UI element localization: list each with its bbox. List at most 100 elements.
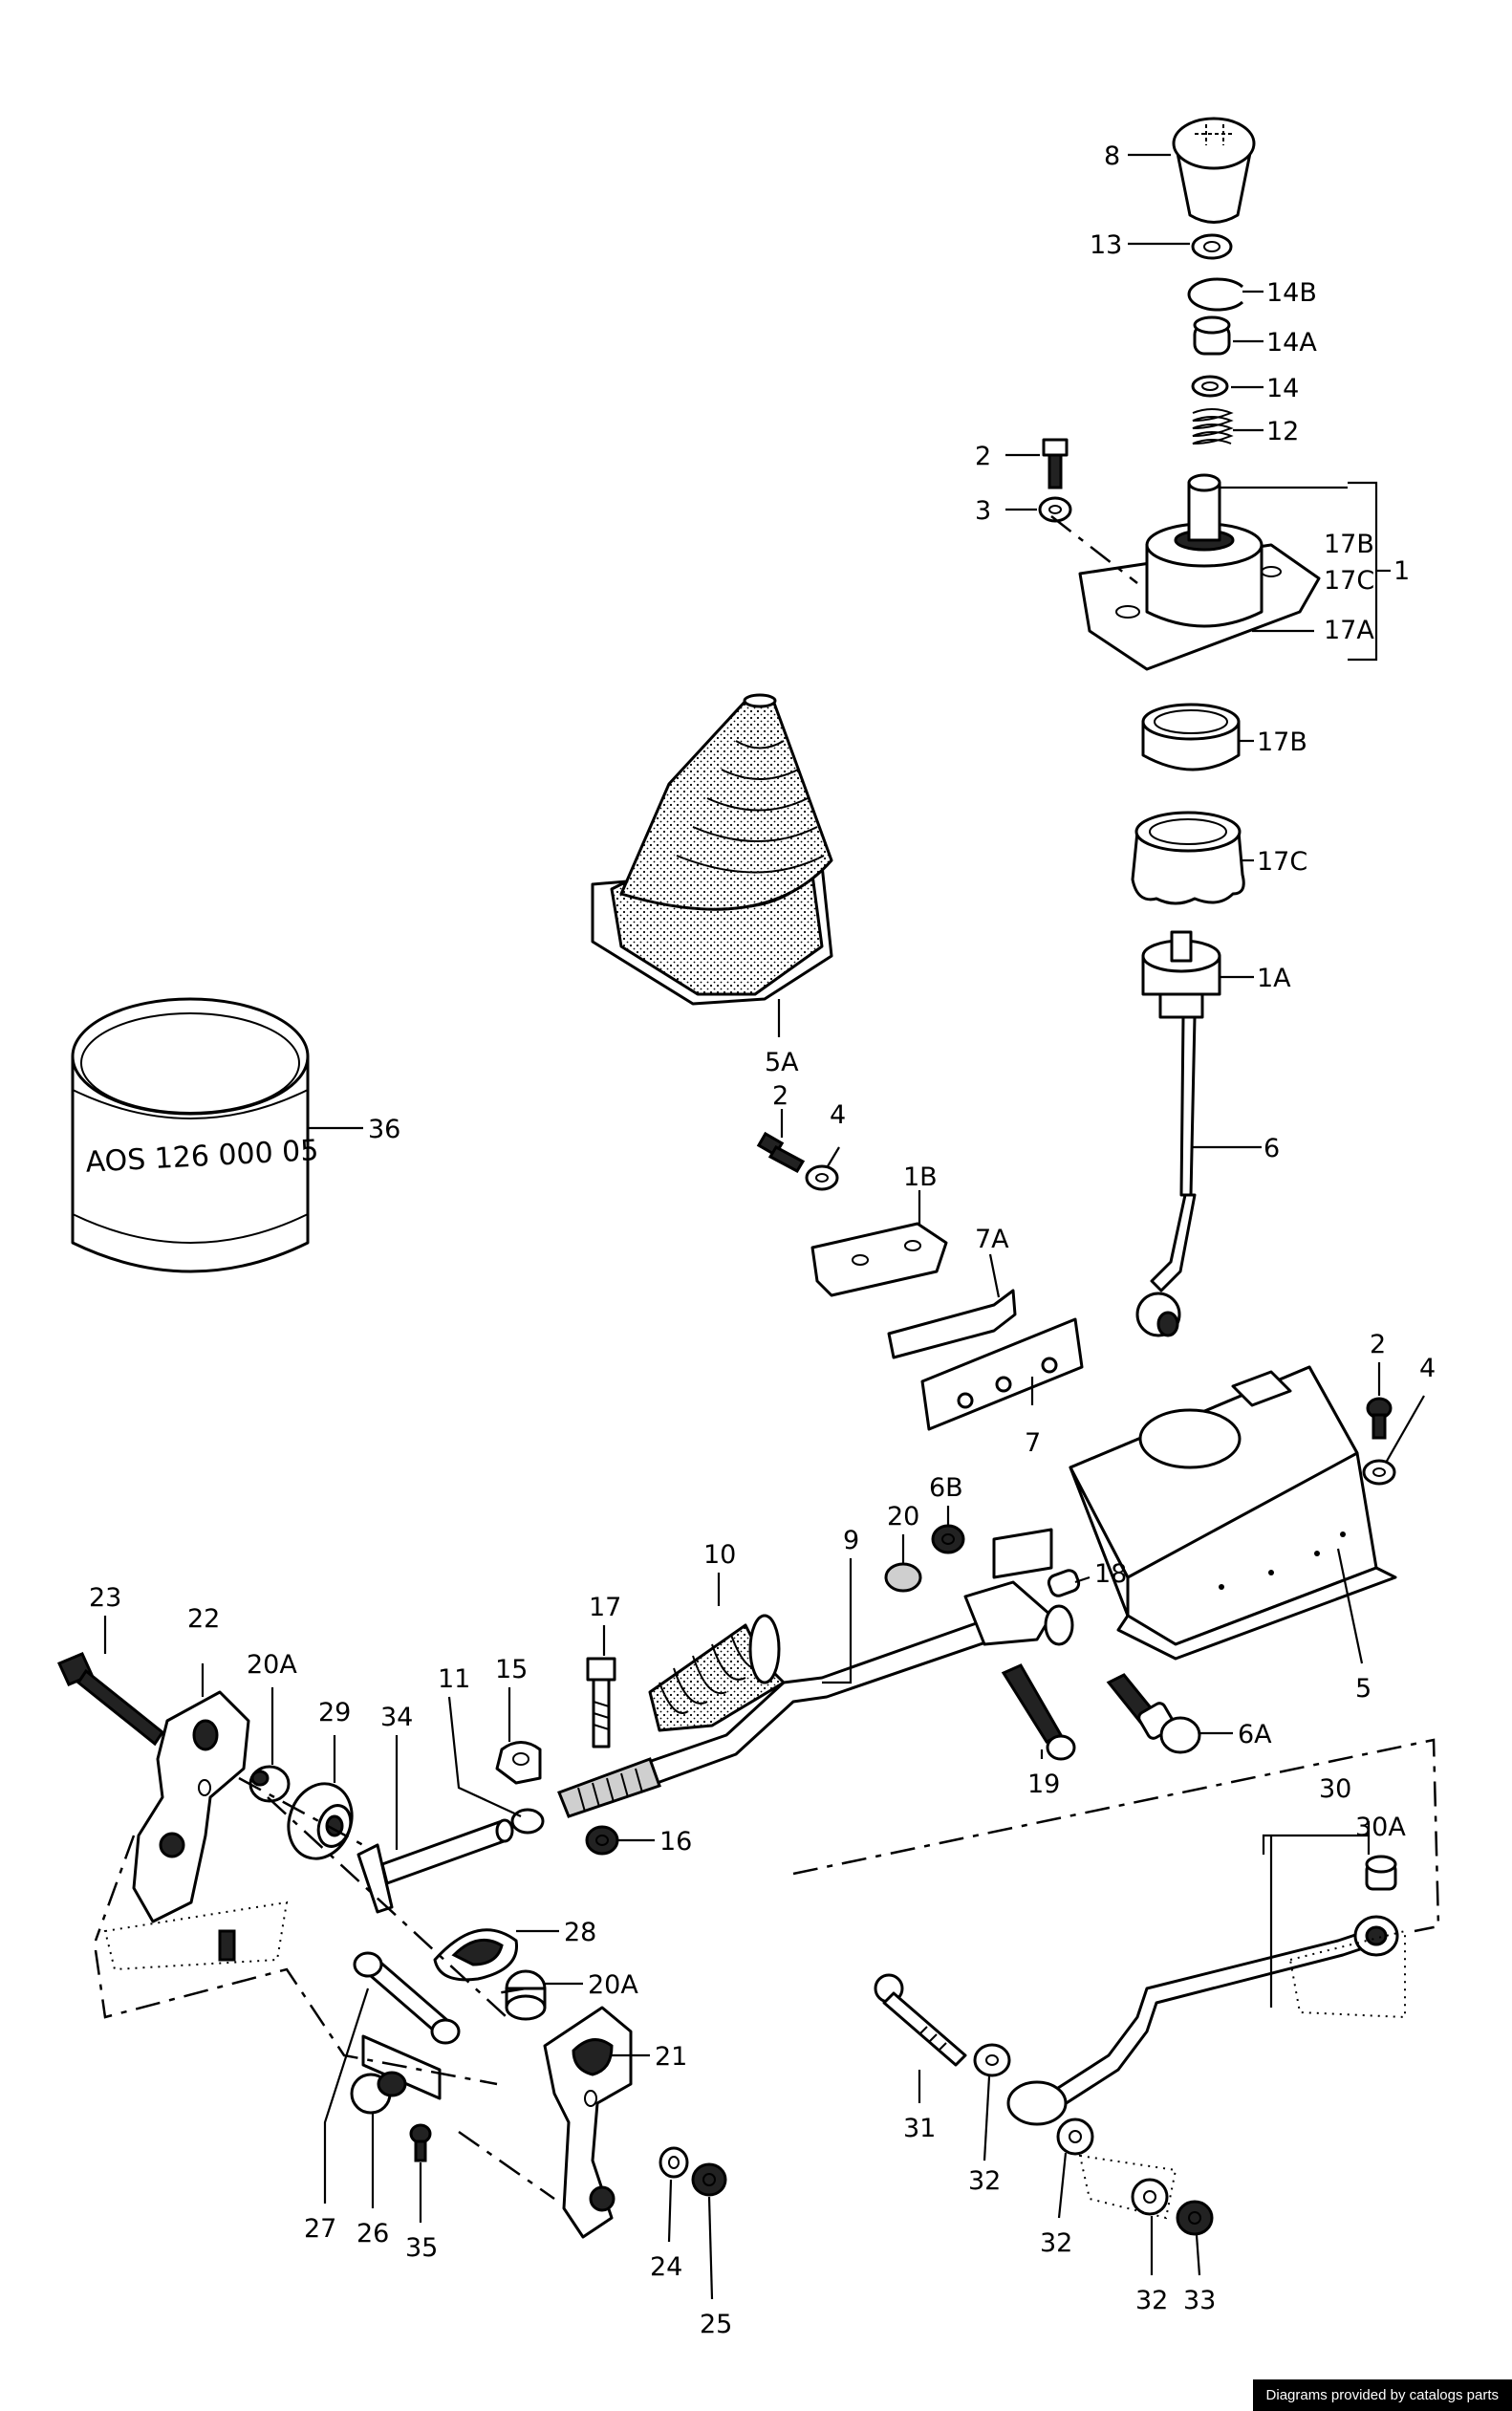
label-9: 9 (843, 1526, 859, 1555)
label-17b-top: 17B (1324, 530, 1374, 559)
label-3: 3 (975, 496, 991, 526)
bushing-20 (884, 1562, 922, 1593)
label-30: 30 (1319, 1774, 1351, 1804)
nut-16 (585, 1825, 619, 1856)
label-14a: 14A (1266, 328, 1317, 358)
ring-17b (1141, 703, 1241, 771)
label-6a: 6A (1238, 1720, 1272, 1749)
label-7a: 7A (975, 1225, 1009, 1254)
shift-lever-6 (1135, 1015, 1197, 1337)
washer-14 (1191, 375, 1229, 398)
label-21: 21 (655, 2042, 687, 2072)
bushing-18 (1047, 1569, 1081, 1597)
label-27: 27 (304, 2214, 336, 2244)
clamp-15 (495, 1741, 542, 1785)
knob-nut (1191, 233, 1233, 260)
label-17c: 17C (1257, 847, 1307, 877)
screw-2-right (1366, 1397, 1393, 1440)
label-10: 10 (703, 1540, 736, 1570)
label-2-top: 2 (975, 442, 991, 471)
washer-32-c (1131, 2178, 1169, 2216)
label-5a: 5A (765, 1048, 799, 1077)
label-2-mid: 2 (772, 1081, 788, 1111)
screw-2-mid (756, 1131, 806, 1173)
label-6b: 6B (929, 1473, 963, 1503)
washer-4-right (1362, 1459, 1396, 1486)
label-20a: 20A (588, 1970, 638, 2000)
label-14b: 14B (1266, 278, 1317, 308)
label-26: 26 (356, 2219, 389, 2248)
pin-34 (356, 1818, 514, 1914)
bracket-plate-7 (920, 1317, 1084, 1431)
nut-6b (931, 1524, 965, 1554)
label-17: 17 (589, 1593, 621, 1622)
washer-24 (659, 2146, 689, 2179)
screw-35 (409, 2123, 432, 2162)
label-24: 24 (650, 2252, 682, 2282)
label-32-a: 32 (968, 2166, 1001, 2196)
tube-26 (350, 2034, 442, 2115)
bolt-17 (586, 1657, 616, 1749)
washer-4-mid (805, 1164, 839, 1191)
bracket-22 (132, 1690, 250, 1923)
washer-3 (1038, 496, 1072, 523)
rubber-boot-10 (648, 1614, 786, 1732)
label-32-b: 32 (1040, 2228, 1072, 2258)
bushing-30a (1365, 1855, 1397, 1891)
label-16: 16 (659, 1827, 692, 1857)
bushing-29 (287, 1782, 354, 1860)
label-23: 23 (89, 1583, 121, 1613)
label-28: 28 (564, 1918, 596, 1947)
sleeve-11 (510, 1808, 545, 1835)
label-7: 7 (1025, 1428, 1041, 1458)
label-12: 12 (1266, 417, 1299, 446)
nut-33 (1176, 2200, 1214, 2236)
label-35: 35 (405, 2233, 438, 2263)
label-22: 22 (187, 1604, 220, 1634)
label-4-right: 4 (1419, 1354, 1436, 1383)
label-13: 13 (1090, 230, 1122, 260)
shim-plate-1b (810, 1222, 948, 1297)
shift-housing-1 (1078, 473, 1321, 671)
bolt-19 (1001, 1663, 1076, 1761)
label-32-c: 32 (1135, 2286, 1168, 2315)
bushing-14a (1193, 315, 1231, 356)
label-33: 33 (1183, 2286, 1216, 2315)
label-2-right: 2 (1370, 1330, 1386, 1359)
washer-32-a (973, 2043, 1011, 2077)
guide-plate-7a (887, 1289, 1017, 1359)
label-36: 36 (368, 1115, 400, 1144)
shift-knob (1172, 117, 1256, 224)
footer-credit: Diagrams provided by catalogs parts (1252, 2379, 1512, 2411)
label-8: 8 (1104, 141, 1120, 171)
label-1a: 1A (1257, 964, 1291, 993)
boot-ring-17c (1131, 811, 1245, 905)
label-18: 18 (1094, 1559, 1127, 1589)
label-17b: 17B (1257, 728, 1307, 757)
link-rod-30 (1006, 1915, 1399, 2126)
shift-rod-9 (557, 1580, 1074, 1818)
gaiter-boot-5a (591, 693, 833, 1006)
nut-25 (691, 2162, 727, 2197)
retaining-clip-14b (1187, 277, 1244, 312)
bolt-23 (56, 1652, 165, 1747)
spring-12 (1192, 408, 1234, 445)
label-31: 31 (903, 2114, 936, 2143)
rod-27 (353, 1951, 461, 2045)
bolt-6a (1106, 1673, 1201, 1754)
washer-32-b (1056, 2118, 1094, 2156)
gasket-28 (433, 1928, 518, 1982)
label-19: 19 (1027, 1770, 1060, 1799)
label-30a: 30A (1355, 1813, 1406, 1842)
label-14: 14 (1266, 374, 1299, 403)
label-17a: 17A (1324, 616, 1374, 645)
label-1b: 1B (903, 1162, 938, 1192)
lever-bushing-1a (1141, 930, 1221, 1019)
label-15: 15 (495, 1655, 528, 1684)
label-20a-top: 20A (247, 1650, 297, 1680)
label-5: 5 (1355, 1674, 1372, 1704)
label-25: 25 (700, 2310, 732, 2339)
ring-36: AOS 126 000 05 (71, 997, 319, 1273)
label-6: 6 (1264, 1134, 1280, 1163)
